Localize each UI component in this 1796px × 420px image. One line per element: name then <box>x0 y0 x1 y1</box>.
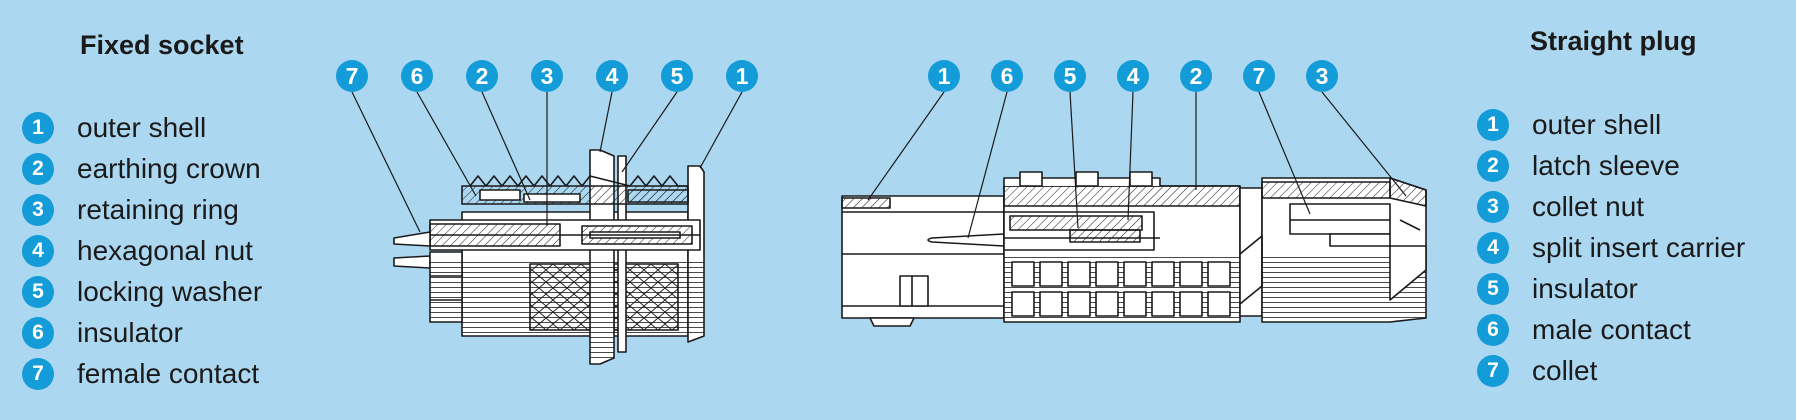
legend-label: male contact <box>1532 313 1691 345</box>
legend-item: 7 collet <box>1477 350 1745 391</box>
number-badge: 1 <box>1477 108 1509 141</box>
legend-label: earthing crown <box>77 152 261 184</box>
number-badge: 6 <box>22 316 54 349</box>
legend-item: 2 earthing crown <box>22 148 262 189</box>
svg-text:7: 7 <box>346 63 359 89</box>
legend-item: 5 locking washer <box>22 271 262 312</box>
svg-text:7: 7 <box>1253 63 1266 89</box>
svg-text:4: 4 <box>1127 63 1140 89</box>
socket-callouts: 7 6 2 3 4 5 1 <box>336 60 758 92</box>
svg-text:1: 1 <box>938 63 951 89</box>
number-badge: 5 <box>1477 272 1509 305</box>
callout-badge: 1 <box>928 60 960 92</box>
svg-text:2: 2 <box>1190 63 1203 89</box>
callout-badge: 1 <box>726 60 758 92</box>
svg-text:5: 5 <box>671 63 684 89</box>
callout-badge: 5 <box>661 60 693 92</box>
legend-label: collet nut <box>1532 190 1645 222</box>
number-badge: 7 <box>1477 354 1509 387</box>
legend-item: 6 insulator <box>22 312 262 353</box>
number-badge: 4 <box>1477 231 1509 264</box>
legend-label: outer shell <box>77 111 207 143</box>
legend-item: 2 latch sleeve <box>1477 145 1745 186</box>
legend-item: 5 insulator <box>1477 268 1745 309</box>
svg-text:5: 5 <box>1064 63 1077 89</box>
legend-label: split insert carrier <box>1532 231 1746 263</box>
legend-label: collet <box>1532 354 1598 386</box>
plug-title: Straight plug <box>1530 26 1697 56</box>
callout-badge: 4 <box>1117 60 1149 92</box>
socket-title: Fixed socket <box>80 30 244 60</box>
leader-lines <box>351 91 1407 239</box>
svg-text:1: 1 <box>736 63 749 89</box>
callout-badge: 3 <box>531 60 563 92</box>
svg-text:4: 4 <box>606 63 619 89</box>
number-badge: 1 <box>22 111 54 144</box>
callout-badge: 6 <box>991 60 1023 92</box>
legend-item: 4 hexagonal nut <box>22 230 262 271</box>
plug-legend: 1 outer shell 2 latch sleeve 3 collet nut 4… <box>1477 104 1745 391</box>
legend-item: 7 female contact <box>22 353 262 394</box>
svg-text:6: 6 <box>1001 63 1014 89</box>
svg-text:6: 6 <box>411 63 424 89</box>
svg-text:2: 2 <box>476 63 489 89</box>
callout-badge: 3 <box>1306 60 1338 92</box>
socket-legend: 1 outer shell 2 earthing crown 3 retaining … <box>22 107 262 394</box>
legend-item: 4 split insert carrier <box>1477 227 1745 268</box>
legend-label: latch sleeve <box>1532 149 1680 181</box>
callout-badge: 2 <box>466 60 498 92</box>
svg-text:3: 3 <box>1316 63 1329 89</box>
number-badge: 3 <box>22 193 54 226</box>
number-badge: 2 <box>1477 149 1509 182</box>
number-badge: 6 <box>1477 313 1509 346</box>
callout-badge: 2 <box>1180 60 1212 92</box>
plug-callouts: 1 6 5 4 2 7 3 <box>928 60 1338 92</box>
number-badge: 5 <box>22 275 54 308</box>
fixed-socket-drawing <box>393 149 705 365</box>
legend-item: 1 outer shell <box>22 107 262 148</box>
callout-badge: 7 <box>1243 60 1275 92</box>
legend-item: 6 male contact <box>1477 309 1745 350</box>
number-badge: 3 <box>1477 190 1509 223</box>
callout-badge: 7 <box>336 60 368 92</box>
legend-item: 1 outer shell <box>1477 104 1745 145</box>
legend-item: 3 collet nut <box>1477 186 1745 227</box>
callout-badge: 6 <box>401 60 433 92</box>
legend-label: insulator <box>1532 272 1638 304</box>
callout-badge: 4 <box>596 60 628 92</box>
legend-label: retaining ring <box>77 193 239 225</box>
number-badge: 2 <box>22 152 54 185</box>
legend-label: insulator <box>77 316 183 348</box>
legend-item: 3 retaining ring <box>22 189 262 230</box>
svg-text:3: 3 <box>541 63 554 89</box>
legend-label: locking washer <box>77 275 263 307</box>
legend-label: outer shell <box>1532 108 1662 140</box>
callout-badge: 5 <box>1054 60 1086 92</box>
straight-plug-drawing <box>841 171 1427 327</box>
number-badge: 4 <box>22 234 54 267</box>
legend-label: female contact <box>77 357 260 389</box>
legend-label: hexagonal nut <box>77 234 253 266</box>
number-badge: 7 <box>22 357 54 390</box>
